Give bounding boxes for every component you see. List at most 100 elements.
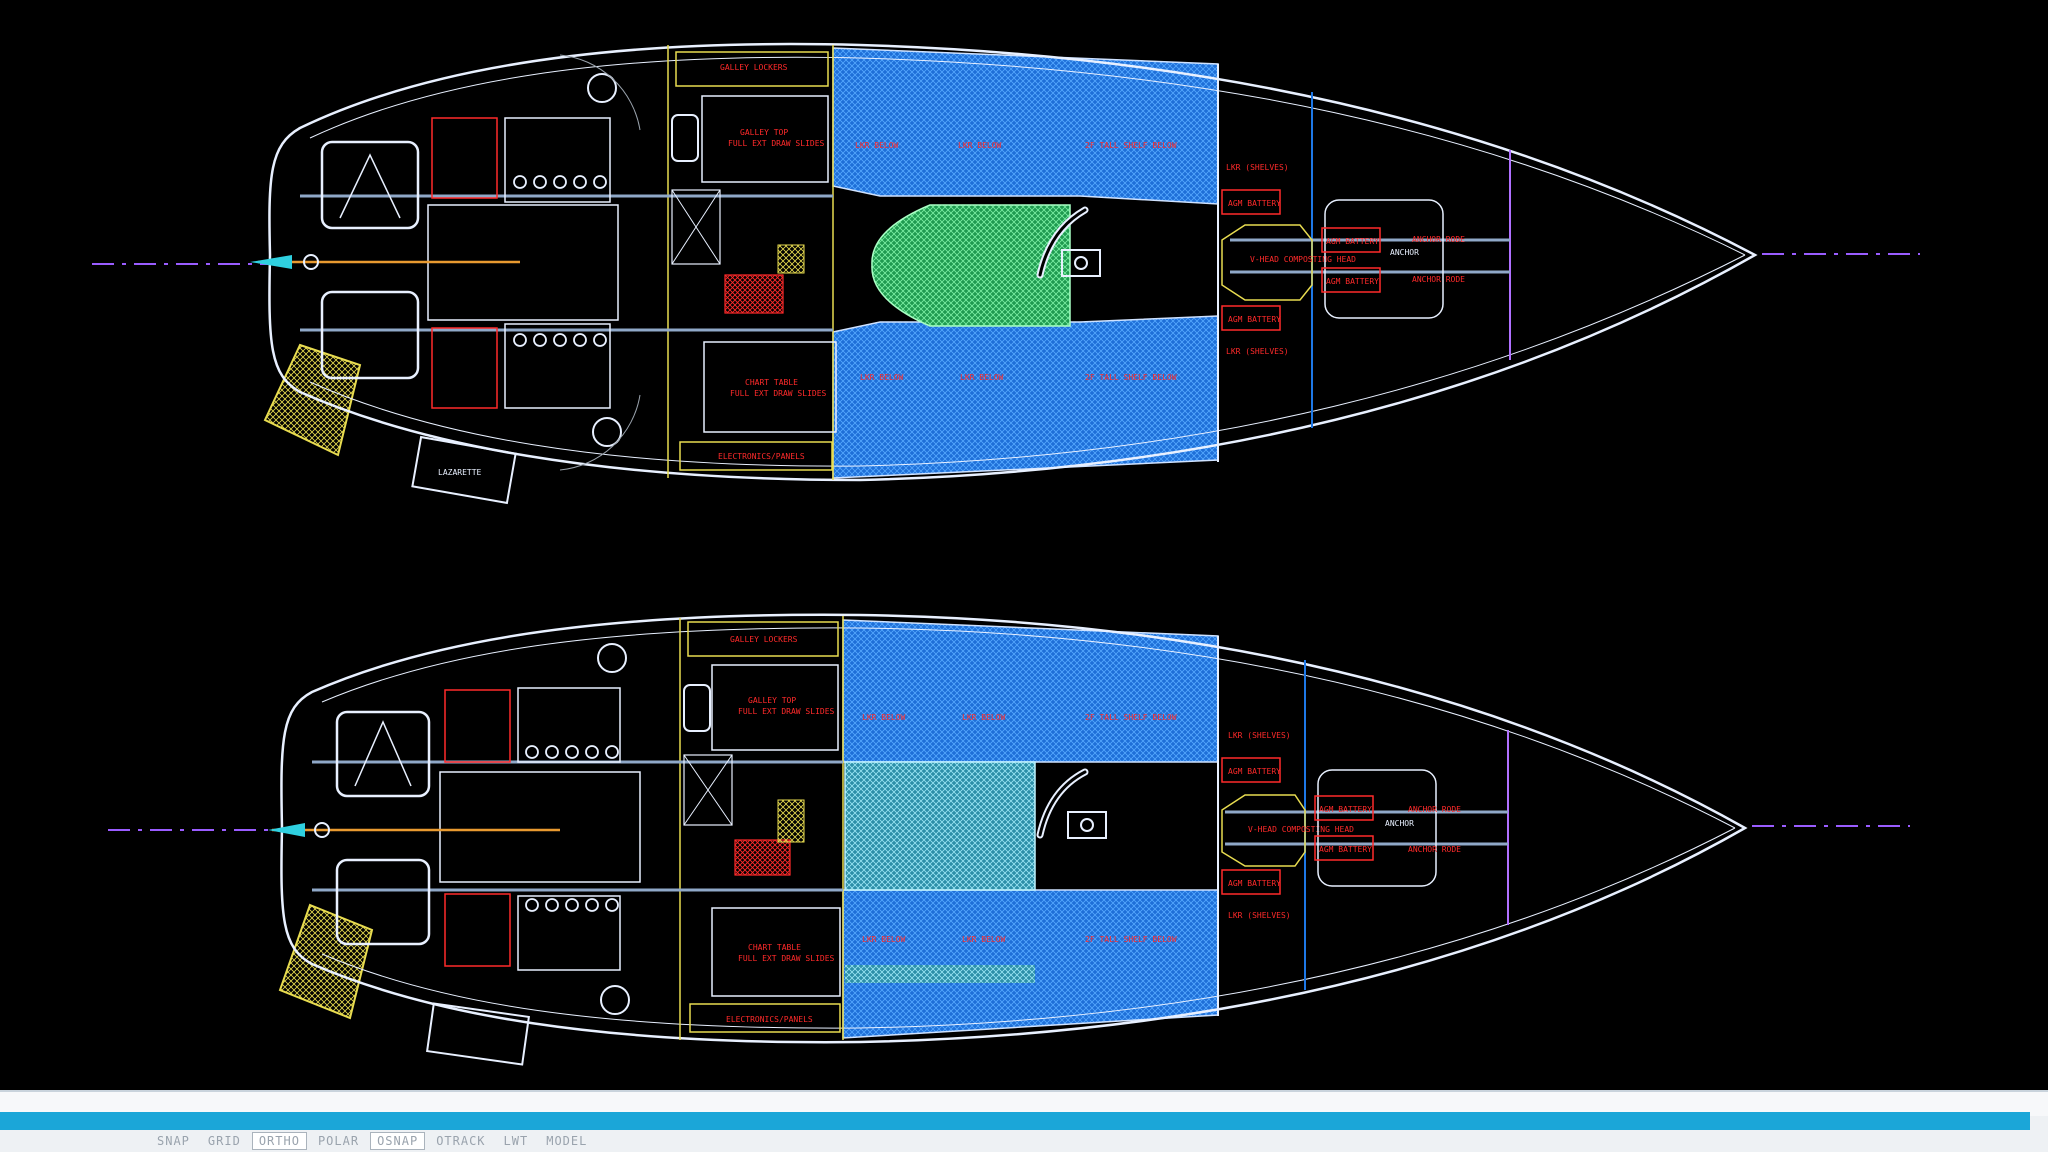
aft-locker bbox=[444, 893, 511, 967]
hull-outline bbox=[268, 42, 1758, 482]
agm-label: AGM BATTERY bbox=[1319, 845, 1372, 854]
outboard-bracket bbox=[250, 255, 292, 269]
accent-bar bbox=[0, 1112, 2030, 1130]
otrack-toggle[interactable]: OTRACK bbox=[436, 1134, 486, 1148]
mast-step bbox=[1067, 811, 1107, 839]
galley-top-label: GALLEY TOP bbox=[748, 696, 796, 705]
lkr-shelves-label: LKR (SHELVES) bbox=[1228, 731, 1291, 740]
v-head-label: V-HEAD COMPOSTING HEAD bbox=[1250, 255, 1356, 264]
settee-cushion-cyan bbox=[845, 965, 1035, 983]
lkr-below-label: LKR BELOW bbox=[862, 713, 906, 722]
polar-toggle[interactable]: POLAR bbox=[317, 1134, 360, 1148]
cockpit-locker bbox=[320, 140, 420, 230]
anchor-rode-label: ANCHOR RODE bbox=[1408, 805, 1461, 814]
quarter-berth bbox=[504, 117, 611, 203]
agm-label: AGM BATTERY bbox=[1228, 879, 1281, 888]
galley-top-label: GALLEY TOP bbox=[740, 128, 788, 137]
lkr-below-label: LKR BELOW bbox=[962, 713, 1006, 722]
winch-row bbox=[525, 745, 619, 912]
drawing-canvas[interactable]: LAZARETTE GALLEY LOCKERS GALLEY TOP FULL… bbox=[0, 0, 2048, 1090]
lkr-below-label: LKR BELOW bbox=[960, 373, 1004, 382]
lkr-below-label: LKR BELOW bbox=[855, 141, 899, 150]
saloon-table-green bbox=[871, 204, 1071, 327]
full-ext-label: FULL EXT DRAW SLIDES bbox=[738, 954, 835, 963]
model-toggle[interactable]: MODEL bbox=[546, 1134, 588, 1148]
agm-label: AGM BATTERY bbox=[1319, 805, 1372, 814]
storage-area-blue bbox=[842, 619, 1219, 763]
chart-table-label: CHART TABLE bbox=[745, 378, 798, 387]
galley-lockers-box bbox=[675, 51, 829, 87]
lazarette-box bbox=[425, 1002, 531, 1066]
battery-box bbox=[1321, 227, 1381, 253]
status-bar: SNAP GRID ORTHO POLAR OSNAP OTRACK LWT M… bbox=[0, 1130, 2048, 1152]
anchor-rode-label: ANCHOR RODE bbox=[1408, 845, 1461, 854]
bilge-pump-hose bbox=[1036, 768, 1089, 839]
anchor-rode-label: ANCHOR RODE bbox=[1412, 235, 1465, 244]
plan-top[interactable]: LAZARETTE GALLEY LOCKERS GALLEY TOP FULL… bbox=[92, 42, 1920, 505]
hatch-cross bbox=[354, 720, 412, 787]
grid-toggle[interactable]: GRID bbox=[207, 1134, 241, 1148]
plan-bottom[interactable]: GALLEY LOCKERS GALLEY TOP FULL EXT DRAW … bbox=[108, 613, 1910, 1066]
osnap-toggle[interactable]: OSNAP bbox=[370, 1132, 426, 1150]
anchor-tag: ANCHOR bbox=[1390, 248, 1419, 257]
electronics-box bbox=[689, 1003, 841, 1033]
shelf-label: 2F TALL SHELF BELOW bbox=[1085, 373, 1177, 382]
anchor-rode-label: ANCHOR RODE bbox=[1412, 275, 1465, 284]
shelf-label: 2F TALL SHELF BELOW bbox=[1085, 141, 1177, 150]
outboard-bracket bbox=[268, 823, 305, 837]
chart-table-box bbox=[703, 341, 837, 433]
stove-icon bbox=[671, 114, 699, 162]
deck-line bbox=[309, 254, 1746, 467]
mast-icon bbox=[1080, 818, 1094, 832]
command-line[interactable] bbox=[0, 1090, 2048, 1116]
chain-locker bbox=[1317, 769, 1437, 887]
deck-line bbox=[309, 56, 1746, 256]
electronics-box bbox=[679, 441, 833, 471]
deck-line bbox=[321, 827, 1736, 1029]
lkr-shelves-label: LKR (SHELVES) bbox=[1226, 163, 1289, 172]
v-head-outline bbox=[1221, 224, 1313, 301]
hatch-cross bbox=[671, 189, 721, 265]
winch-icon bbox=[587, 73, 617, 103]
mast-icon bbox=[1074, 256, 1088, 270]
ortho-toggle[interactable]: ORTHO bbox=[251, 1132, 307, 1150]
helm-arc bbox=[559, 54, 641, 131]
battery-box bbox=[1314, 835, 1374, 861]
battery-box bbox=[1221, 189, 1281, 215]
snap-toggle[interactable]: SNAP bbox=[157, 1134, 190, 1148]
rudder-post bbox=[314, 822, 330, 838]
lkr-shelves-label: LKR (SHELVES) bbox=[1226, 347, 1289, 356]
shelf-label: 2F TALL SHELF BELOW bbox=[1085, 935, 1177, 944]
hull-plan-drawing: LAZARETTE GALLEY LOCKERS GALLEY TOP FULL… bbox=[92, 42, 1920, 1066]
swim-ladder-grate bbox=[278, 903, 374, 1020]
anchor-tag: ANCHOR bbox=[1385, 819, 1414, 828]
shelf-label: 2F TALL SHELF BELOW bbox=[1085, 713, 1177, 722]
chart-table-box bbox=[711, 907, 841, 997]
lkr-below-label: LKR BELOW bbox=[860, 373, 904, 382]
helm-arc bbox=[559, 394, 641, 471]
agm-label: AGM BATTERY bbox=[1228, 767, 1281, 776]
galley-lockers-label: GALLEY LOCKERS bbox=[730, 635, 798, 644]
swim-ladder-grate bbox=[263, 343, 362, 457]
cockpit-locker bbox=[335, 858, 431, 946]
battery-box bbox=[1314, 795, 1374, 821]
winch-row bbox=[513, 175, 607, 347]
aft-locker bbox=[431, 117, 498, 199]
aft-locker bbox=[444, 689, 511, 763]
nav-station-box bbox=[683, 754, 733, 826]
nav-station-box bbox=[671, 189, 721, 265]
agm-label: AGM BATTERY bbox=[1228, 315, 1281, 324]
hatch-cross bbox=[339, 153, 401, 219]
winch-icon bbox=[597, 643, 627, 673]
lwt-toggle[interactable]: LWT bbox=[503, 1134, 529, 1148]
winch-icon bbox=[600, 985, 630, 1015]
agm-label: AGM BATTERY bbox=[1326, 237, 1379, 246]
companionway-steps bbox=[777, 799, 805, 843]
quarter-berth bbox=[504, 323, 611, 409]
winch-icon bbox=[592, 417, 622, 447]
galley-top-box bbox=[711, 664, 839, 751]
full-ext-label: FULL EXT DRAW SLIDES bbox=[730, 389, 827, 398]
lkr-shelves-label: LKR (SHELVES) bbox=[1228, 911, 1291, 920]
companionway-steps bbox=[724, 274, 784, 314]
